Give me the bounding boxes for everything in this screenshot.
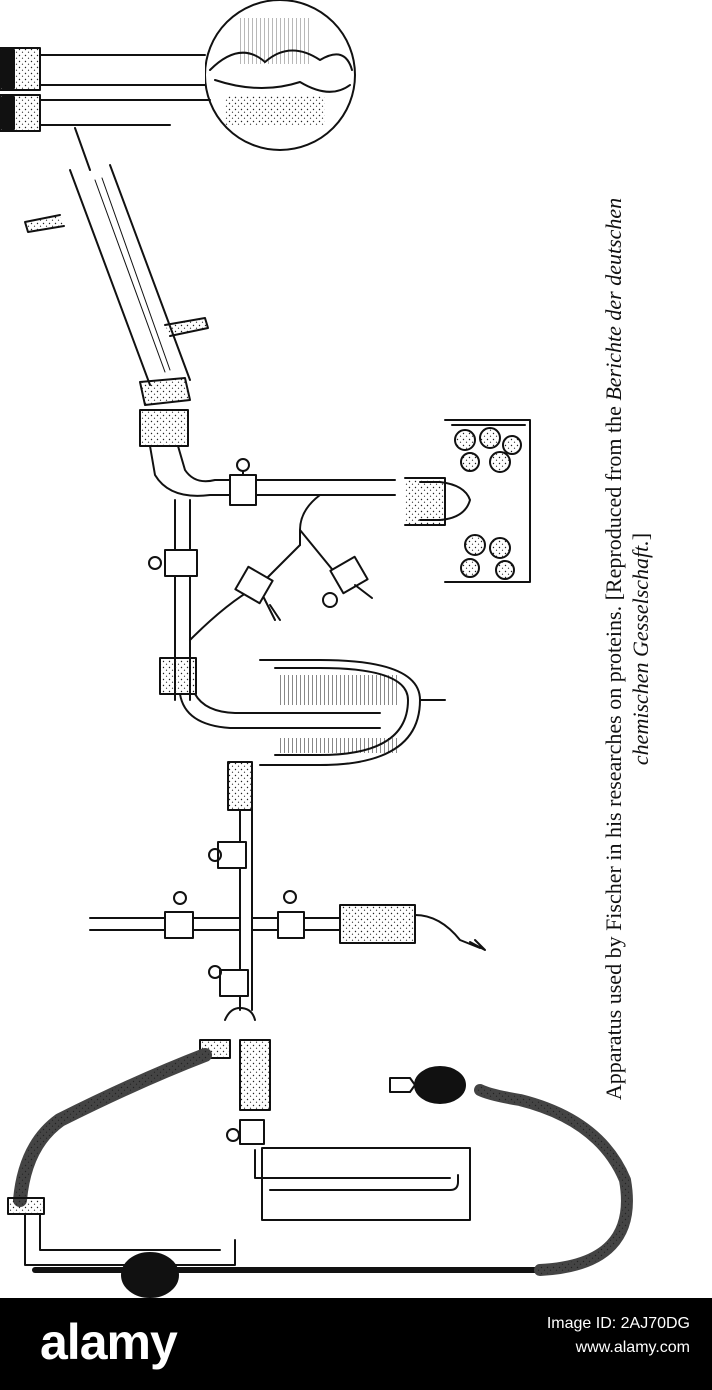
manifold [89,809,486,1011]
caption-journal-1: Berichte der deutschen [601,197,626,401]
figure-caption: Apparatus used by Fischer in his researc… [600,24,680,1274]
round-bottom-flask [39,0,356,151]
drying-vessel [404,419,531,583]
image-id: Image ID: 2AJ70DG [546,1315,690,1332]
site-url: www.alamy.com [575,1339,690,1356]
main-stem [139,409,396,701]
stopcock-upper-2 [148,549,198,577]
caption-text-1: Apparatus used by Fischer in his researc… [601,400,626,1101]
alamy-logo: alamy [40,1314,178,1370]
stock-info: Image ID: 2AJ70DG www.alamy.com [547,1312,690,1360]
u-tube-trap [159,657,446,811]
stopcock-upper-1 [229,458,257,506]
left-hose [7,1007,271,1215]
apparatus-diagram [0,0,633,1298]
caption-text-2: ] [628,532,653,541]
flask-stoppers [0,47,41,132]
watermark-bar: alamy Image ID: 2AJ70DG www.alamy.com [0,1298,712,1390]
caption-journal-2: chemischen Gesselschaft. [628,540,653,766]
cylinder-gauge [226,1119,471,1221]
caption-line-2: chemischen Gesselschaft.] [627,24,654,1274]
caption-line-1: Apparatus used by Fischer in his researc… [600,24,627,1274]
condenser [24,127,209,406]
branch-lines [189,494,373,641]
bottom-gauge [24,1066,633,1298]
